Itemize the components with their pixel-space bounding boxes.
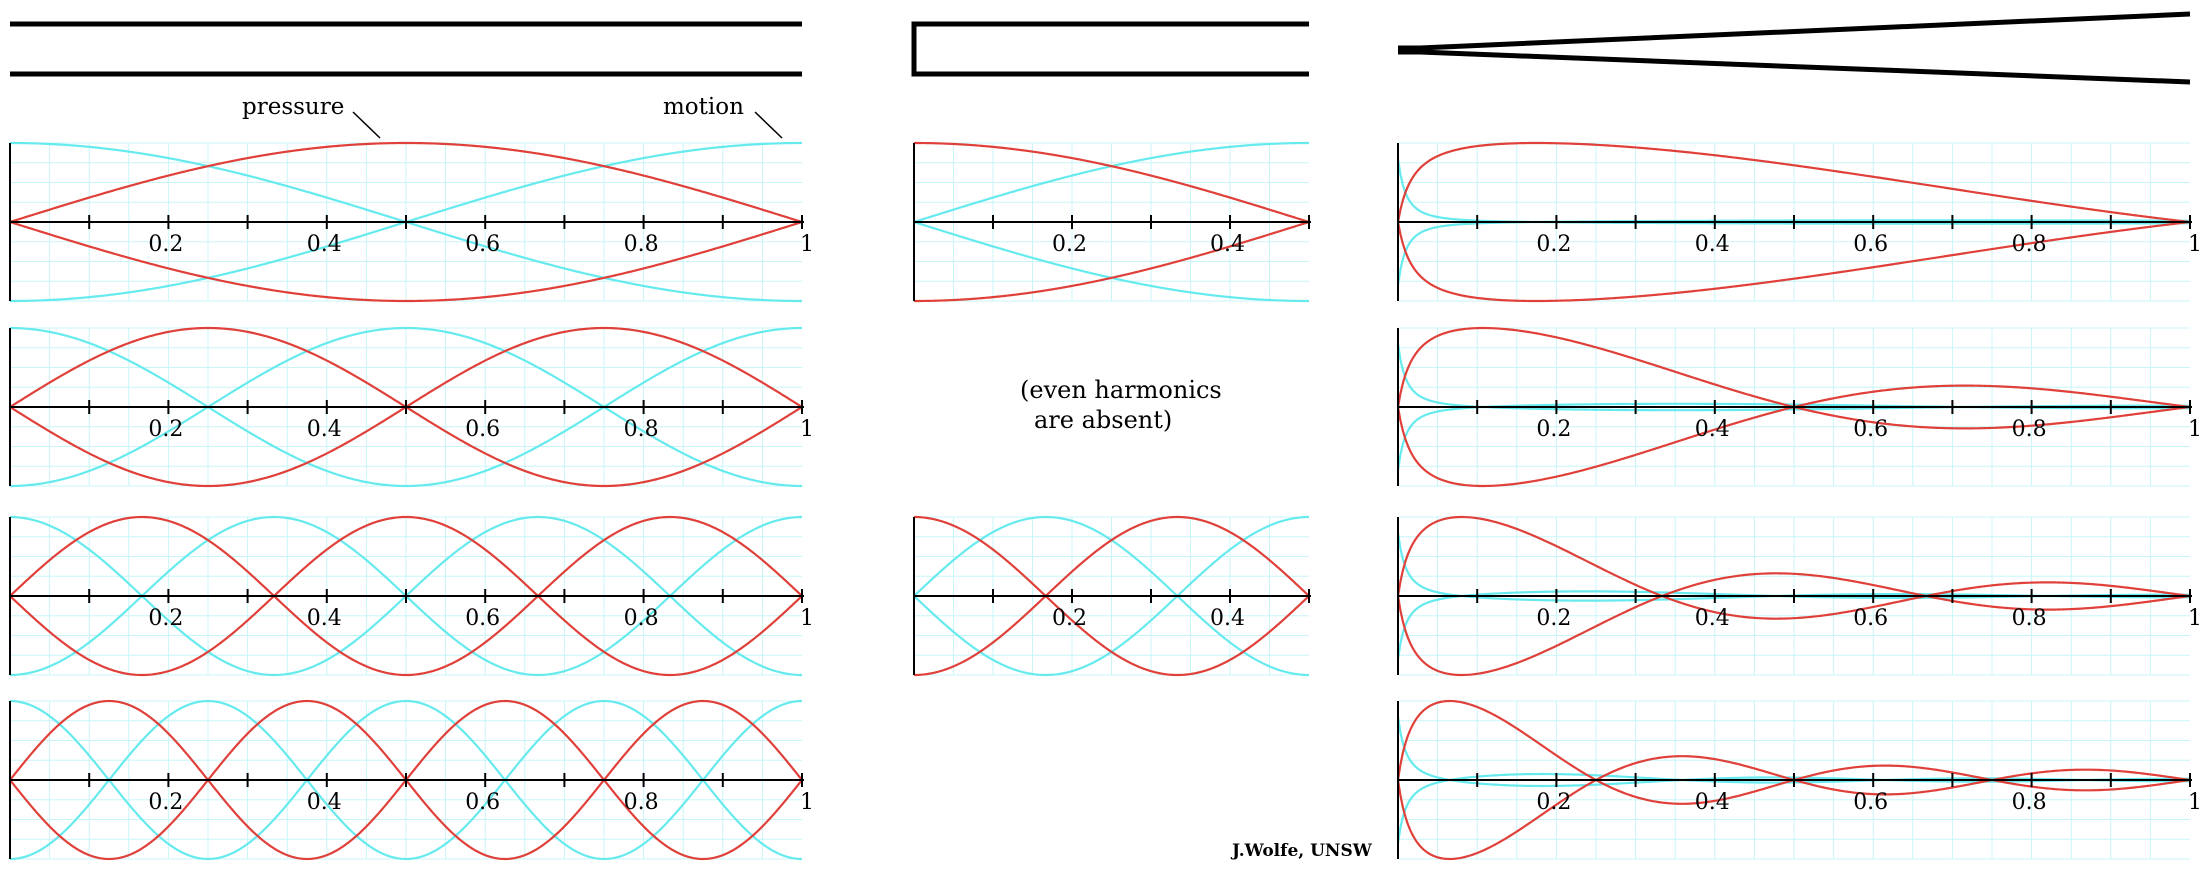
tick-label: 0.8 <box>2012 790 2047 815</box>
panel-open-cylinder-harmonic-1: 0.2 0.4 0.6 0.8 1 <box>9 141 814 303</box>
tick-label: 0.2 <box>148 606 183 631</box>
pressure-curve <box>9 220 803 303</box>
tick-label: 0.4 <box>307 790 342 815</box>
panel-cone-harmonic-2: 0.2 0.4 0.6 0.8 1 <box>1396 326 2200 488</box>
pressure-curve <box>914 141 1310 224</box>
tick-label: 0.6 <box>465 232 500 257</box>
pressure-pointer <box>352 111 381 139</box>
tick-label: 0.4 <box>1695 606 1730 631</box>
tick-label: 1 <box>800 232 814 257</box>
tick-label: 0.2 <box>1536 417 1571 442</box>
motion-curve <box>9 326 803 488</box>
tick-label: 0.8 <box>624 606 659 631</box>
motion-pointer <box>754 111 783 139</box>
tick-label: 0.4 <box>1695 790 1730 815</box>
tick-label: 0.4 <box>307 417 342 442</box>
tick-label: 0.2 <box>1536 790 1571 815</box>
tick-label: 0.8 <box>624 790 659 815</box>
panel-open-cylinder-harmonic-4: 0.2 0.4 0.6 0.8 1 <box>9 699 814 861</box>
tick-label: 0.4 <box>1695 232 1730 257</box>
panel-open-cylinder-harmonic-2: 0.2 0.4 0.6 0.8 1 <box>9 326 814 488</box>
tick-label: 1 <box>800 417 814 442</box>
pressure-curve <box>913 515 1310 677</box>
tick-label: 1 <box>2188 790 2200 815</box>
tick-label: 0.2 <box>148 417 183 442</box>
pressure-curve <box>913 515 1310 677</box>
tick-label: 0.2 <box>1536 606 1571 631</box>
pressure-curve <box>1396 220 2191 303</box>
panel-cone-harmonic-3: 0.2 0.4 0.6 0.8 1 <box>1396 515 2200 677</box>
pressure-curve <box>9 141 803 224</box>
tick-label: 0.6 <box>465 417 500 442</box>
tick-label: 0.2 <box>1052 606 1087 631</box>
pressure-curve <box>1396 572 2191 677</box>
tick-label: 0.4 <box>1210 232 1245 257</box>
panel-closed-cylinder-harmonic-1: 0.2 0.4 <box>913 141 1311 303</box>
tick-label: 1 <box>2188 417 2200 442</box>
pressure-label: pressure <box>242 94 344 120</box>
motion-curve <box>9 699 803 861</box>
tick-label: 0.2 <box>148 790 183 815</box>
tick-label: 0.4 <box>1695 417 1730 442</box>
tick-label: 0.6 <box>465 790 500 815</box>
tube-closed-cylinder <box>911 21 1309 77</box>
tick-label: 0.6 <box>465 606 500 631</box>
panel-cone-harmonic-4: 0.2 0.4 0.6 0.8 1 <box>1396 699 2200 861</box>
panel-closed-cylinder-harmonic-3: 0.2 0.4 <box>913 515 1311 677</box>
tick-label: 1 <box>2188 232 2200 257</box>
tick-label: 0.8 <box>2012 232 2047 257</box>
pressure-curve <box>914 220 1310 303</box>
tube-cone <box>1398 11 2191 85</box>
panel-cone-harmonic-1: 0.2 0.4 0.6 0.8 1 <box>1396 141 2200 303</box>
pressure-curve <box>9 515 803 677</box>
tick-label: 0.4 <box>1210 606 1245 631</box>
tick-label: 1 <box>800 790 814 815</box>
credit-text: J.Wolfe, UNSW <box>1230 841 1373 861</box>
even-harmonics-note-line1: (even harmonics <box>1020 376 1222 404</box>
tick-label: 0.6 <box>1853 232 1888 257</box>
tick-label: 0.4 <box>307 232 342 257</box>
tick-label: 0.6 <box>1853 417 1888 442</box>
tick-label: 0.4 <box>307 606 342 631</box>
tube-open-cylinder <box>10 21 802 77</box>
tick-label: 0.6 <box>1853 790 1888 815</box>
tick-label: 0.8 <box>2012 417 2047 442</box>
tick-label: 1 <box>800 606 814 631</box>
motion-curve <box>9 326 803 488</box>
motion-label: motion <box>663 94 744 120</box>
tick-label: 0.2 <box>1536 232 1571 257</box>
tick-label: 0.2 <box>1052 232 1087 257</box>
pressure-curve <box>1396 515 2191 620</box>
tick-label: 0.6 <box>1853 606 1888 631</box>
tick-label: 0.8 <box>624 417 659 442</box>
tick-label: 0.2 <box>148 232 183 257</box>
even-harmonics-note-line2: are absent) <box>1034 406 1172 434</box>
panel-open-cylinder-harmonic-3: 0.2 0.4 0.6 0.8 1 <box>9 515 814 677</box>
pressure-curve <box>9 515 803 677</box>
pressure-curve <box>1396 141 2191 224</box>
tick-label: 1 <box>2188 606 2200 631</box>
motion-curve <box>9 699 803 861</box>
grid <box>1398 327 2190 487</box>
tick-label: 0.8 <box>2012 606 2047 631</box>
tick-label: 0.8 <box>624 232 659 257</box>
